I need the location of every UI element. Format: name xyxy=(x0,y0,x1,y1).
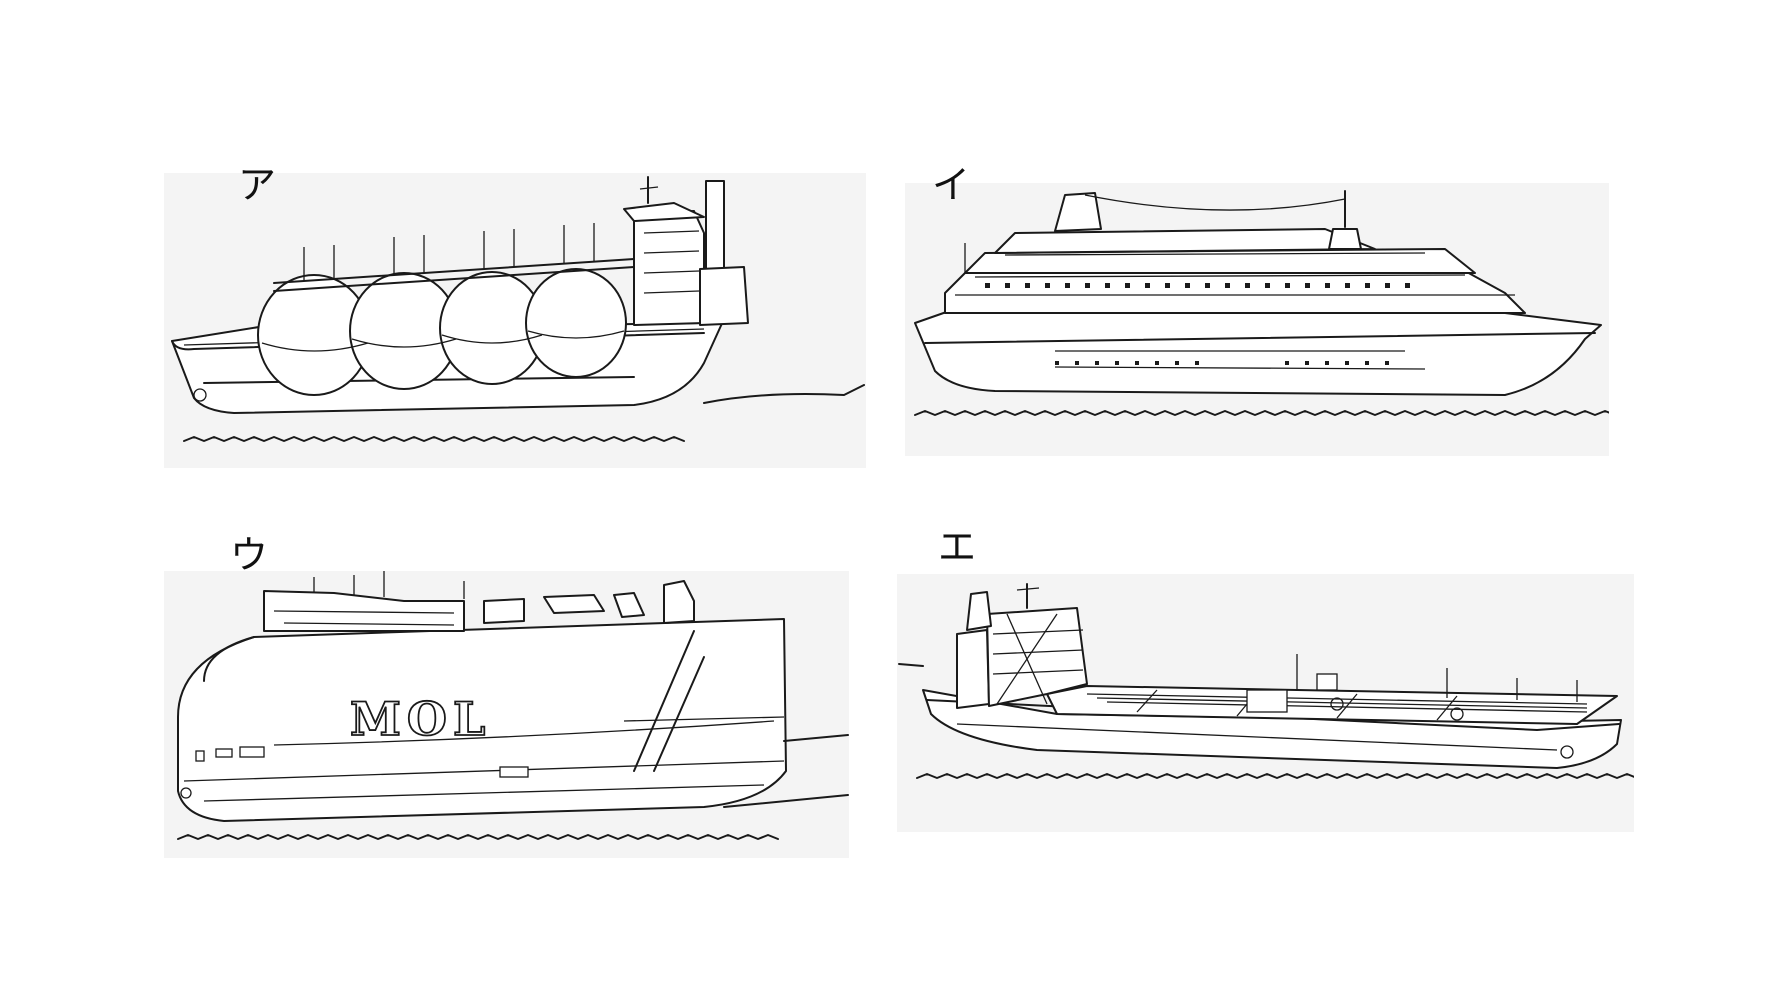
label-i: イ xyxy=(932,163,971,207)
lng-carrier-drawing xyxy=(171,176,865,442)
lng-tanks xyxy=(257,268,627,396)
label-a: ア xyxy=(238,163,277,207)
cruise-ship-icon xyxy=(905,183,1609,456)
label-u: ウ xyxy=(230,533,269,577)
car-carrier-icon: MOL xyxy=(164,571,849,858)
hull-logo-text: MOL xyxy=(350,692,491,746)
car-carrier-drawing: MOL xyxy=(177,571,849,840)
lng-carrier-icon xyxy=(164,173,866,468)
cruise-ship-drawing xyxy=(914,190,1609,416)
oil-tanker-icon xyxy=(897,574,1634,832)
label-e: エ xyxy=(938,525,977,569)
oil-tanker-drawing xyxy=(898,583,1634,779)
